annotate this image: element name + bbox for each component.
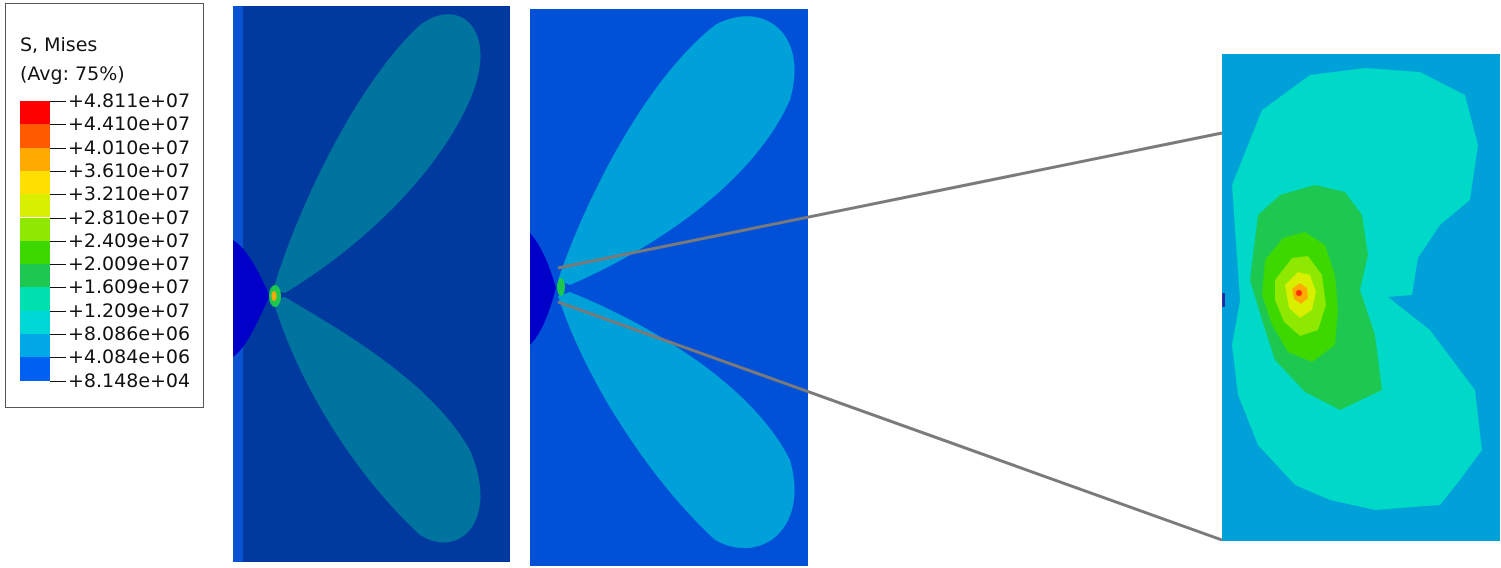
legend-level-label: +1.609e+07 bbox=[68, 276, 191, 299]
zoom-peak-point bbox=[1296, 290, 1302, 296]
zoom-edge-notch bbox=[1222, 293, 1225, 307]
panel-1-upper-lobe bbox=[273, 14, 481, 294]
legend-swatch bbox=[20, 240, 50, 265]
legend-tick bbox=[50, 124, 66, 126]
panel-1-notch bbox=[233, 240, 270, 357]
legend-swatch bbox=[20, 101, 50, 125]
legend-title: S, Mises bbox=[20, 34, 98, 56]
legend-swatch bbox=[20, 147, 50, 171]
legend-swatch bbox=[20, 287, 50, 311]
panel-1-lower-lobe bbox=[273, 297, 481, 543]
legend-tick bbox=[50, 357, 66, 359]
legend-swatch bbox=[20, 357, 50, 381]
legend-tick bbox=[50, 170, 66, 172]
legend-tick bbox=[50, 287, 66, 289]
legend-swatch bbox=[20, 124, 50, 148]
legend-level-label: +4.084e+06 bbox=[68, 346, 191, 369]
panel-2-upper-lobe bbox=[558, 16, 795, 285]
legend-level-label: +2.409e+07 bbox=[68, 229, 191, 252]
legend-level-label: +3.610e+07 bbox=[68, 159, 191, 182]
legend-tick bbox=[50, 194, 66, 196]
legend-swatch bbox=[20, 170, 50, 195]
legend-level-label: +4.410e+07 bbox=[68, 113, 191, 136]
contour-panel-2 bbox=[530, 9, 808, 566]
legend-tick bbox=[50, 217, 66, 219]
legend-tick bbox=[50, 240, 66, 242]
legend-tick bbox=[50, 380, 66, 382]
panel-2-notch bbox=[530, 233, 556, 345]
legend-level-label: +8.086e+06 bbox=[68, 323, 191, 345]
contour-legend: S, Mises (Avg: 75%) +4.811e+07+4.410e+07… bbox=[5, 3, 204, 408]
legend-level-label: +4.010e+07 bbox=[68, 136, 191, 159]
contour-panel-1 bbox=[233, 6, 510, 562]
legend-tick bbox=[50, 101, 66, 102]
zoom-connector-lower bbox=[557, 300, 1223, 542]
legend-swatch bbox=[20, 310, 50, 334]
legend-swatch bbox=[20, 194, 50, 218]
legend-level-label: +2.009e+07 bbox=[68, 253, 191, 276]
legend-level-label: +1.209e+07 bbox=[68, 299, 191, 322]
panel-2-hotspot bbox=[557, 278, 565, 296]
legend-tick bbox=[50, 334, 66, 335]
legend-level-label: +2.810e+07 bbox=[68, 206, 191, 229]
legend-tick bbox=[50, 264, 66, 266]
legend-subtitle: (Avg: 75%) bbox=[20, 63, 125, 85]
legend-swatch bbox=[20, 264, 50, 288]
zoom-connector-upper bbox=[557, 131, 1223, 270]
legend-swatch bbox=[20, 334, 50, 358]
legend-level-label: +3.210e+07 bbox=[68, 183, 191, 206]
legend-tick bbox=[50, 147, 66, 149]
legend-swatch bbox=[20, 217, 50, 241]
zoom-detail-panel bbox=[1222, 54, 1500, 541]
panel-1-hotspot-core bbox=[271, 291, 277, 301]
legend-level-label: +8.148e+04 bbox=[68, 369, 191, 392]
legend-tick bbox=[50, 310, 66, 312]
legend-level-label: +4.811e+07 bbox=[68, 90, 191, 112]
panel-2-lower-lobe bbox=[558, 292, 795, 549]
